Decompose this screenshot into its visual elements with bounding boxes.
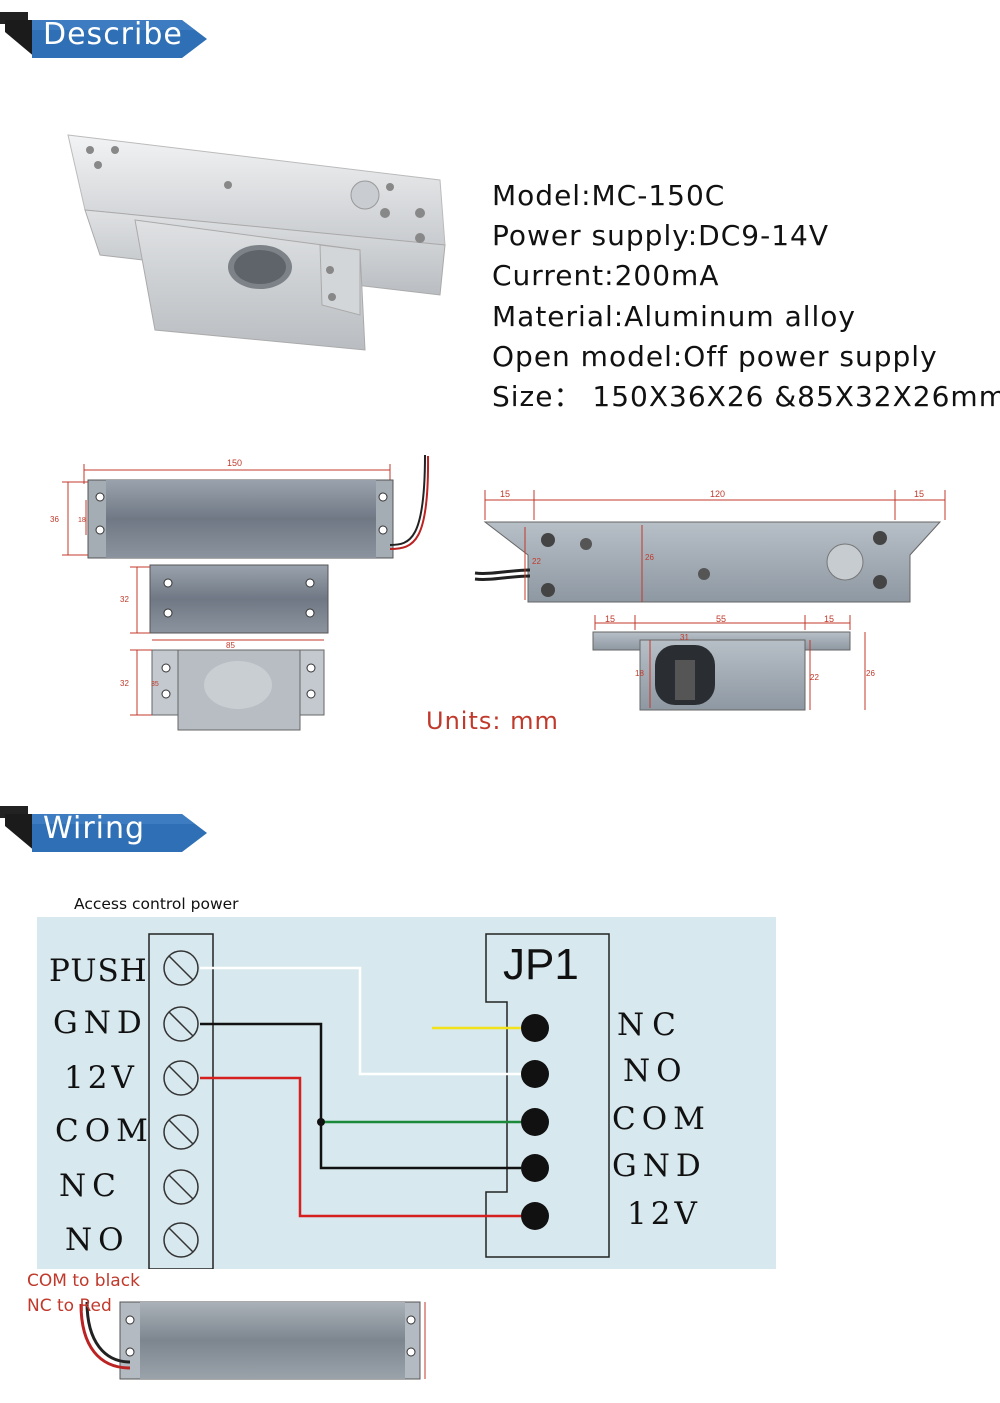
wire-red	[200, 1076, 521, 1218]
dim-32-block: 32	[120, 679, 129, 688]
dim-22-b: 22	[810, 673, 819, 682]
jp1-connector	[485, 933, 610, 1258]
dim-18-b: 18	[635, 669, 644, 678]
spec-model: Model:MC-150C	[492, 179, 726, 212]
dim-31: 31	[680, 633, 689, 642]
dim-15-left: 15	[500, 489, 510, 499]
banner-shape-wiring	[0, 806, 207, 852]
lock-terminal-gnd: GND	[612, 1148, 707, 1184]
dim-32-plate: 32	[120, 595, 129, 604]
dim-26-b: 26	[866, 669, 875, 678]
spec-current: Current:200mA	[492, 259, 720, 293]
screw-terminals	[163, 950, 199, 1258]
spec-power-supply: Power supply:DC9-14V	[492, 219, 829, 253]
lock-terminal-com: COM	[612, 1101, 711, 1137]
dim-22-top: 22	[532, 557, 541, 566]
banner-shape	[0, 12, 207, 58]
wiring-lines: JP1	[148, 933, 610, 1269]
lock-bottom-view	[75, 1292, 440, 1387]
dim-26-top: 26	[645, 553, 654, 562]
lock-terminal-no: NO	[623, 1053, 688, 1089]
controller-terminal-push: PUSH	[49, 953, 148, 989]
dim-85: 85	[226, 641, 235, 650]
controller-terminal-gnd: GND	[53, 1005, 148, 1041]
wiring-title: Wiring	[43, 811, 146, 846]
wiring-diagram: PUSH GND 12V COM NC NO JP1	[37, 917, 776, 1269]
controller-terminal-nc: NC	[59, 1168, 122, 1204]
lock-terminal-12v: 12V	[627, 1196, 701, 1232]
dim-55: 55	[716, 614, 726, 624]
dimension-drawing-right: 15 120 15 22 26 15 55 15 18 31	[470, 480, 960, 720]
describe-banner: Describe	[0, 12, 220, 62]
spec-open-model: Open model:Off power supply	[492, 339, 938, 373]
jp1-pins	[521, 1014, 549, 1230]
spec-size: Size： 150X36X26 &85X32X26mm	[492, 380, 1000, 414]
controller-terminal-com: COM	[55, 1113, 154, 1149]
dim-36: 36	[50, 515, 59, 524]
controller-terminal-12v: 12V	[64, 1060, 138, 1096]
access-control-power-label: Access control power	[74, 895, 239, 913]
dim-35: 35	[151, 681, 159, 688]
wire-black	[200, 1022, 521, 1170]
dim-15-right: 15	[914, 489, 924, 499]
dim-15-b-right: 15	[824, 614, 834, 624]
dim-18: 18	[78, 517, 86, 524]
describe-title: Describe	[43, 17, 183, 52]
units-label: Units: mm	[426, 707, 559, 735]
terminal-block	[148, 933, 214, 1269]
dim-120: 120	[710, 489, 725, 499]
dim-15-b-left: 15	[605, 614, 615, 624]
dimension-drawing-left: 150 36 18 32 85	[40, 450, 440, 750]
note-com-black: COM to black	[27, 1271, 140, 1291]
spec-list: Model:MC-150C Power supply:DC9-14V Curre…	[492, 176, 1000, 417]
controller-terminal-no: NO	[65, 1222, 130, 1258]
spec-material: Material:Aluminum alloy	[492, 299, 857, 333]
lock-terminal-nc: NC	[617, 1007, 684, 1043]
wire-white	[200, 966, 521, 1076]
product-photo	[60, 125, 455, 365]
dim-150: 150	[227, 458, 242, 468]
jp1-label: JP1	[503, 940, 579, 989]
note-nc-red: NC to Red	[27, 1296, 112, 1316]
wiring-banner: Wiring	[0, 806, 220, 856]
